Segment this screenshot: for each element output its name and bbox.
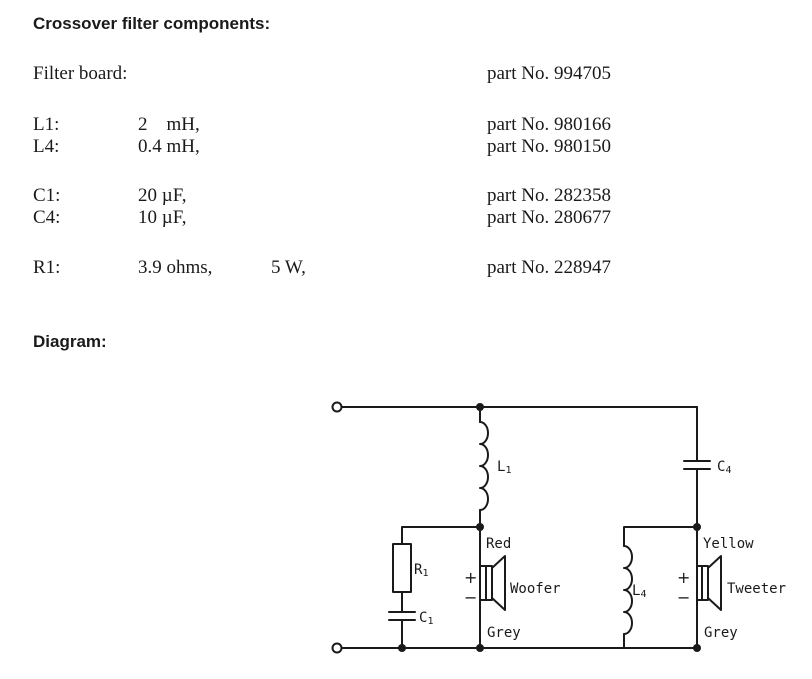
woofer-speaker-cone (491, 555, 506, 611)
junction-dot (398, 644, 406, 652)
component-value: 2 mH, (138, 114, 200, 135)
component-ref: L1: (33, 114, 60, 135)
component-ref: C4: (33, 207, 61, 228)
junction-dot (476, 403, 484, 411)
component-value: 3.9 ohms, (138, 257, 213, 278)
label-l1: L1 (497, 459, 511, 476)
diagram-heading: Diagram: (33, 332, 107, 351)
tweeter-speaker-body (701, 565, 709, 601)
component-part: part No. 282358 (487, 185, 612, 206)
inductor-l1 (479, 421, 489, 511)
label-l4: L4 (632, 583, 646, 600)
woofer-minus-sign: − (464, 588, 477, 607)
component-value: 20 µF, (138, 185, 187, 206)
component-part: part No. 228947 (487, 257, 612, 278)
input-terminal-top (331, 401, 343, 413)
filter-board-label: Filter board: (33, 63, 128, 84)
component-power: 5 W, (271, 257, 306, 278)
component-part: part No. 280677 (487, 207, 612, 228)
component-ref: L4: (33, 136, 60, 157)
junction-dot (693, 644, 701, 652)
component-part: part No. 980150 (487, 136, 612, 157)
woofer-bottom-wire-label: Grey (487, 625, 521, 641)
page-title: Crossover filter components: (33, 14, 271, 33)
tweeter-minus-sign: − (677, 588, 690, 607)
tweeter-top-wire-label: Yellow (703, 536, 754, 552)
label-c1: C1 (419, 610, 433, 627)
junction-dot (476, 523, 484, 531)
input-terminal-bottom (331, 642, 343, 654)
component-ref: C1: (33, 185, 61, 206)
inductor-l4 (623, 545, 633, 635)
tweeter-speaker-cone (707, 555, 722, 611)
capacitor-c4 (683, 460, 711, 470)
woofer-top-wire-label: Red (486, 536, 511, 552)
woofer-speaker-body (485, 565, 493, 601)
component-part: part No. 980166 (487, 114, 612, 135)
woofer-plus-sign: + (464, 568, 477, 587)
junction-dot (693, 523, 701, 531)
tweeter-bottom-wire-label: Grey (704, 625, 738, 641)
woofer-label: Woofer (510, 581, 561, 597)
tweeter-label: Tweeter (727, 581, 786, 597)
label-r1: R1 (414, 562, 428, 579)
resistor-r1 (392, 543, 412, 593)
filter-board-part: part No. 994705 (487, 63, 612, 84)
tweeter-plus-sign: + (677, 568, 690, 587)
label-c4: C4 (717, 459, 731, 476)
component-value: 0.4 mH, (138, 136, 200, 157)
capacitor-c1 (388, 611, 416, 621)
component-ref: R1: (33, 257, 61, 278)
junction-dot (476, 644, 484, 652)
component-value: 10 µF, (138, 207, 187, 228)
